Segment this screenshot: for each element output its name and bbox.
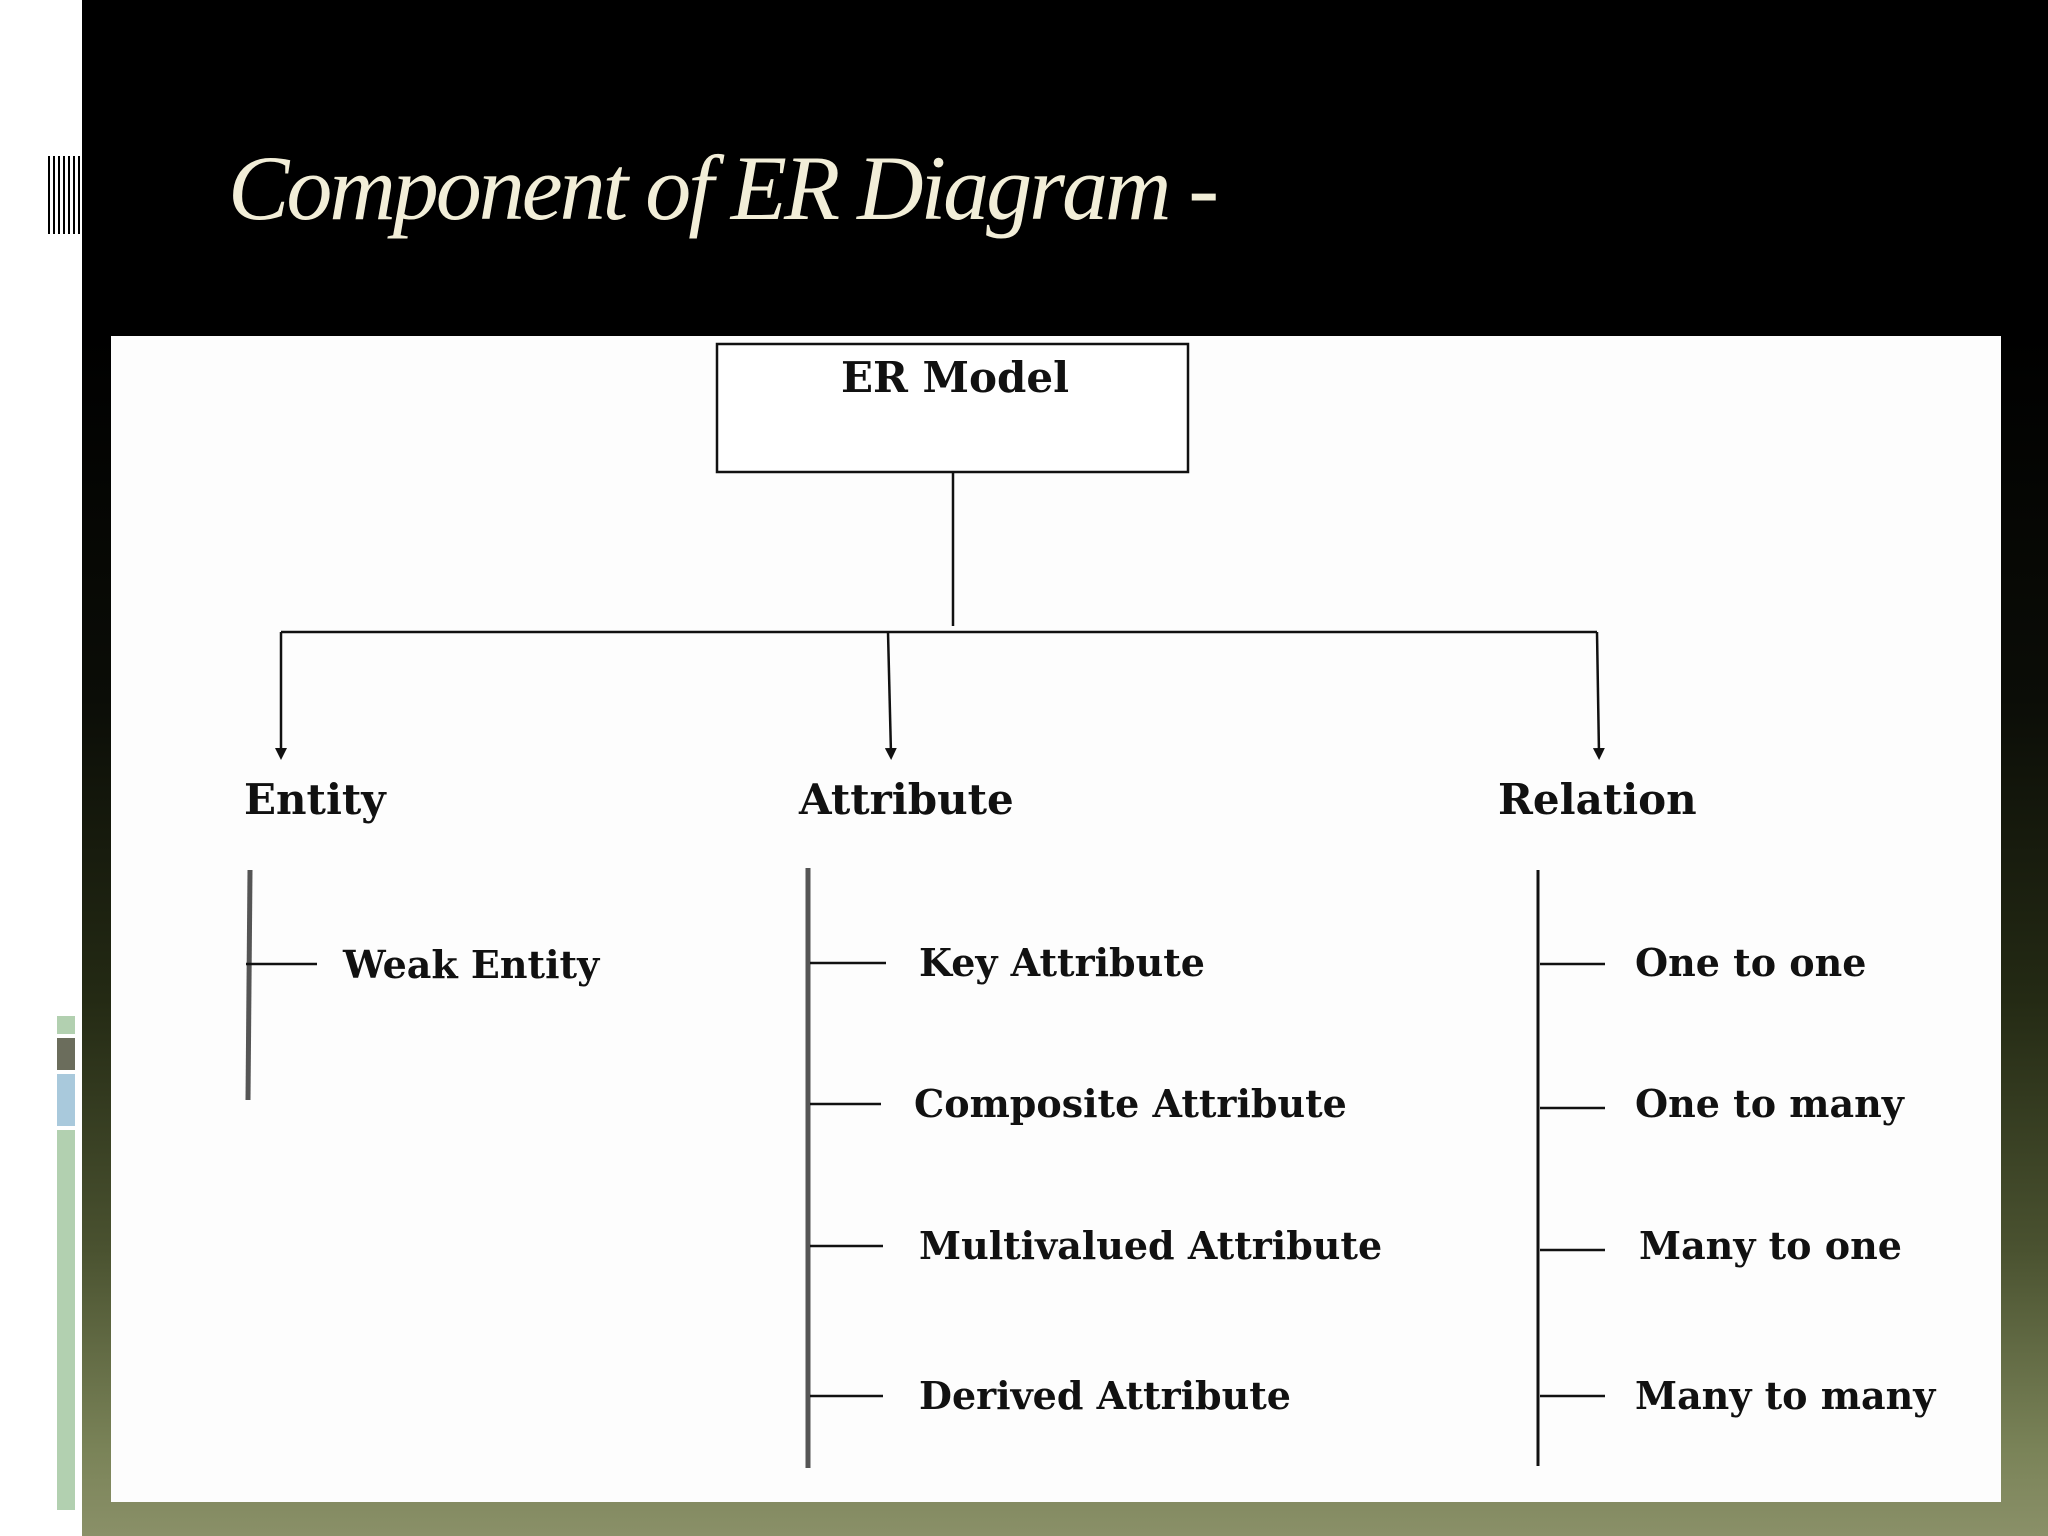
attribute-child-4: Derived Attribute (919, 1373, 1291, 1418)
slide-title: Component of ER Diagram - (228, 137, 1219, 239)
attribute-child-3: Multivalued Attribute (919, 1223, 1382, 1268)
entity-child-1: Weak Entity (342, 942, 600, 987)
attribute-child-1: Key Attribute (919, 940, 1205, 985)
side-accent-green (57, 1130, 75, 1510)
root-node: ER Model (715, 342, 1190, 474)
entity-trunk (245, 869, 253, 1101)
er-diagram-panel: ER Model Entity Weak Entity Attribute Ke… (111, 336, 2001, 1502)
arrow-attribute (884, 631, 897, 760)
side-accent-light-blue (57, 1074, 75, 1126)
attribute-child-2: Composite Attribute (914, 1081, 1347, 1126)
er-diagram: ER Model Entity Weak Entity Attribute Ke… (244, 342, 1936, 1468)
root-node-label: ER Model (841, 353, 1069, 402)
arrow-relation (1592, 631, 1605, 760)
relation-child-3: Many to one (1639, 1223, 1902, 1268)
branch-label-entity: Entity (244, 775, 387, 824)
side-accent-dark (57, 1038, 75, 1070)
relation-child-2: One to many (1635, 1081, 1905, 1126)
branch-label-attribute: Attribute (798, 775, 1014, 824)
title-decoration-bars (48, 148, 82, 234)
relation-child-4: Many to many (1635, 1373, 1936, 1418)
branch-label-relation: Relation (1498, 775, 1697, 824)
branch-attribute: Attribute Key Attribute Composite Attrib… (798, 775, 1382, 1468)
branch-relation: Relation One to one One to many Many to … (1498, 775, 1936, 1466)
relation-child-1: One to one (1635, 940, 1866, 985)
title-decoration-cap (48, 148, 82, 156)
connector-lines (275, 472, 1605, 760)
branch-entity: Entity Weak Entity (244, 775, 600, 1101)
side-accent-green-top (57, 1016, 75, 1034)
